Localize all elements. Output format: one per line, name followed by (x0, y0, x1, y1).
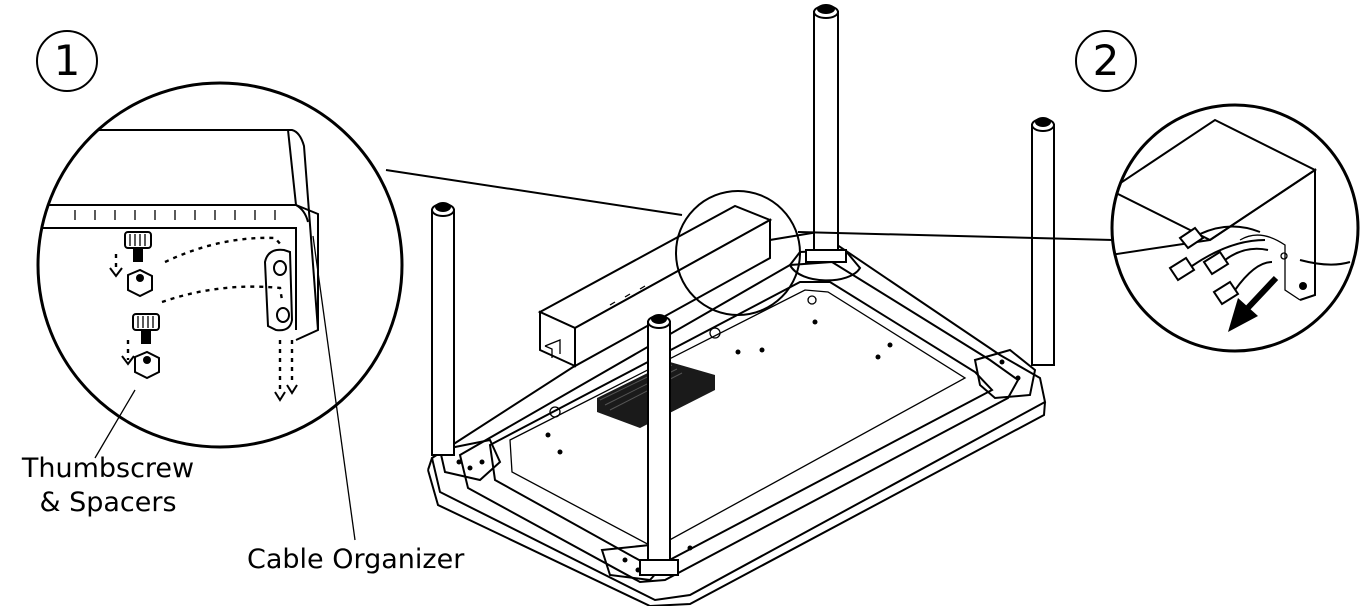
step-number-1: 1 (36, 30, 98, 92)
cable-organizer-label: Cable Organizer (247, 544, 465, 575)
spacer-lower (134, 350, 160, 380)
table-frame (427, 230, 1047, 606)
thumbscrew-upper (124, 231, 152, 262)
cable-organizer-main (537, 204, 773, 368)
thumbscrew-label-line1: Thumbscrew (21, 453, 195, 484)
table-legs (431, 4, 1055, 576)
callout-circle-small (675, 190, 801, 316)
thumbscrew-label: Thumbscrew & Spacers (8, 452, 208, 520)
thumbscrew-label-line2: & Spacers (39, 487, 177, 518)
thumbscrew-lower (132, 313, 160, 344)
callout-lines (385, 169, 1114, 241)
arrow-down-left-icon (1228, 275, 1279, 332)
spacer-upper (127, 268, 153, 298)
step-number-2: 2 (1075, 30, 1137, 92)
detail-1 (36, 81, 404, 449)
detail-2 (1110, 103, 1360, 353)
label-leaders (94, 235, 356, 541)
